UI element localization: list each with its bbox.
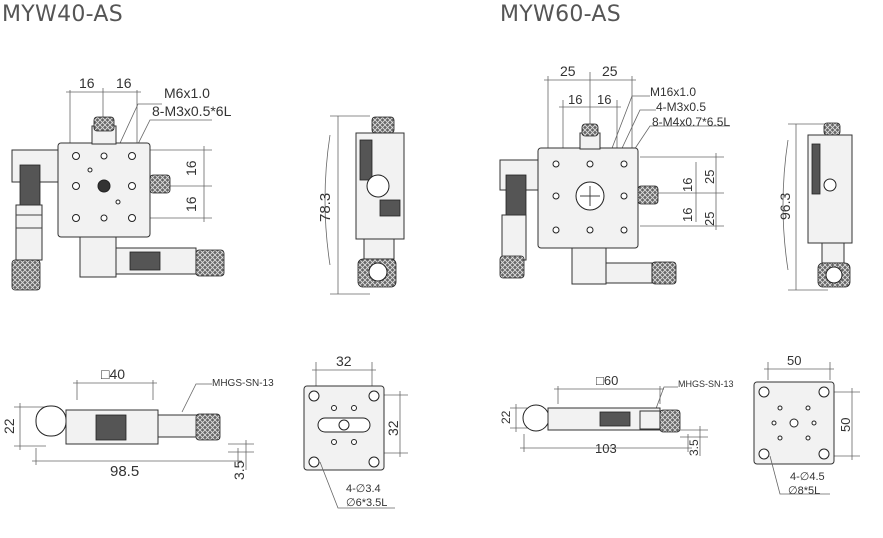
myw60-height: 96.3 xyxy=(777,193,793,220)
myw40-top-dim-right: 16 xyxy=(116,75,132,91)
myw40-top-view: 16 16 M6x1.0 8-M3x0.5*6L 16 16 xyxy=(11,75,232,291)
myw40-side-dim-lower: 16 xyxy=(183,196,199,212)
myw60-side-dim-4: 25 xyxy=(702,212,717,226)
myw60-base-view: 50 50 4-∅4.5 ∅8*5L xyxy=(753,353,860,497)
myw60-base-height: 50 xyxy=(838,418,853,432)
myw60-top-view: 25 25 16 16 M16x1.0 4-M3x0.5 8-M4x0.7*6.… xyxy=(499,63,730,285)
myw60-side-view: 96.3 xyxy=(777,122,853,291)
title-myw40: MYW40-AS xyxy=(2,2,124,27)
myw60-base-holes: 4-∅4.5 xyxy=(790,471,825,483)
myw60-front-offset: 3.5 xyxy=(687,439,701,456)
myw60-front-view: □60 MHGS-SN-13 22 103 3.5 xyxy=(499,373,734,456)
myw60-top-dim-2: 25 xyxy=(602,63,618,79)
myw60-side-dim-2: 16 xyxy=(680,208,695,222)
myw40-front-offset: 3.5 xyxy=(231,460,247,480)
myw40-base-width: 32 xyxy=(336,353,352,369)
myw60-front-height: 22 xyxy=(499,410,513,424)
myw60-top-dim-4: 16 xyxy=(597,92,611,107)
myw40-front-length: 98.5 xyxy=(110,463,139,480)
myw60-top-dim-1: 25 xyxy=(560,63,576,79)
myw40-callout-holes: 8-M3x0.5*6L xyxy=(152,103,232,119)
myw60-callout-small-holes: 4-M3x0.5 xyxy=(656,100,706,114)
myw40-side-dim-upper: 16 xyxy=(183,160,199,176)
myw40-base-counterbore: ∅6*3.5L xyxy=(346,497,387,509)
myw60-front-width: □60 xyxy=(596,373,618,388)
myw60-side-dim-1: 16 xyxy=(680,178,695,192)
myw60-front-part: MHGS-SN-13 xyxy=(678,379,734,389)
title-myw60: MYW60-AS xyxy=(500,2,622,27)
myw40-callout-thread: M6x1.0 xyxy=(164,85,210,101)
myw40-base-view: 32 32 4-∅3.4 ∅6*3.5L xyxy=(303,353,408,509)
myw40-base-holes: 4-∅3.4 xyxy=(346,483,381,495)
myw40-base-height: 32 xyxy=(385,420,401,436)
myw40-side-view: 78.3 xyxy=(317,115,405,295)
myw60-front-length: 103 xyxy=(595,441,617,456)
myw60-base-counterbore: ∅8*5L xyxy=(788,485,820,497)
myw40-front-part: MHGS-SN-13 xyxy=(212,378,274,389)
myw40-height: 78.3 xyxy=(317,193,334,222)
myw40-front-height: 22 xyxy=(1,418,17,434)
myw60-side-dim-3: 25 xyxy=(702,170,717,184)
myw60-callout-thread: M16x1.0 xyxy=(650,85,696,99)
myw60-top-dim-3: 16 xyxy=(568,92,582,107)
myw40-front-width: □40 xyxy=(101,366,125,382)
myw40-top-dim-left: 16 xyxy=(79,75,95,91)
myw40-front-view: □40 MHGS-SN-13 22 98.5 3.5 xyxy=(1,366,274,480)
myw60-base-width: 50 xyxy=(787,353,801,368)
myw60-callout-holes: 8-M4x0.7*6.5L xyxy=(652,115,730,129)
